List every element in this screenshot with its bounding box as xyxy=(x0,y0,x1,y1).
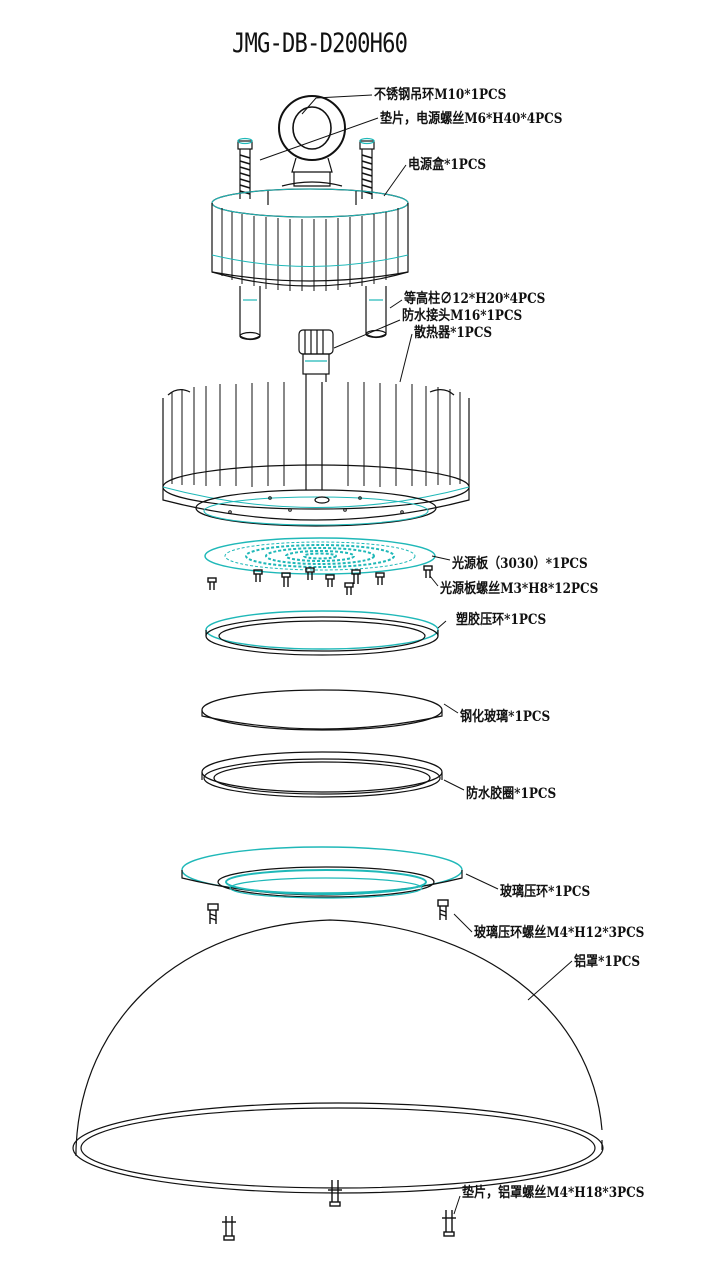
waterproof-gasket xyxy=(201,751,443,798)
label-glass-ring-screw: 玻璃压环螺丝M4*H12*3PCS xyxy=(474,925,645,941)
eye-bolt xyxy=(278,95,346,187)
reflector-screws xyxy=(222,1180,456,1241)
glass-ring-screws xyxy=(207,899,449,924)
light-board xyxy=(204,537,436,575)
label-glass-ring: 玻璃压环*1PCS xyxy=(500,884,591,900)
psu-screw xyxy=(359,137,375,199)
label-heatsink: 散热器*1PCS xyxy=(414,325,493,341)
label-aluminum-reflector: 铝罩*1PCS xyxy=(574,954,641,970)
glass-ring xyxy=(181,846,463,899)
psu-screw xyxy=(237,137,253,199)
waterproof-connector xyxy=(298,329,334,382)
heatsink xyxy=(162,382,470,527)
label-eye-bolt: 不锈钢吊环M10*1PCS xyxy=(374,87,507,103)
label-reflector-screw: 垫片，铝罩螺丝M4*H18*3PCS xyxy=(462,1185,645,1201)
label-power-box: 电源盒*1PCS xyxy=(408,157,487,173)
label-standoff: 等高柱∅12*H20*4PCS xyxy=(404,291,546,307)
drawing-title: JMG-DB-D200H60 xyxy=(232,28,408,59)
light-board-screws xyxy=(207,565,433,595)
label-light-board: 光源板（3030）*1PCS xyxy=(452,556,588,572)
standoff xyxy=(239,286,261,341)
aluminum-reflector xyxy=(72,919,604,1194)
label-tempered-glass: 钢化玻璃*1PCS xyxy=(460,709,551,725)
label-waterproof-gasket: 防水胶圈*1PCS xyxy=(466,786,557,802)
label-light-board-screw: 光源板螺丝M3*H8*12PCS xyxy=(440,581,599,597)
label-washer-psu-screw: 垫片，电源螺丝M6*H40*4PCS xyxy=(380,111,563,127)
power-box xyxy=(211,181,409,291)
plastic-ring xyxy=(205,610,439,656)
label-waterproof-connector: 防水接头M16*1PCS xyxy=(402,308,523,324)
leader-lines xyxy=(259,94,573,1215)
tempered-glass xyxy=(201,689,443,731)
label-plastic-ring: 塑胶压环*1PCS xyxy=(456,612,547,628)
